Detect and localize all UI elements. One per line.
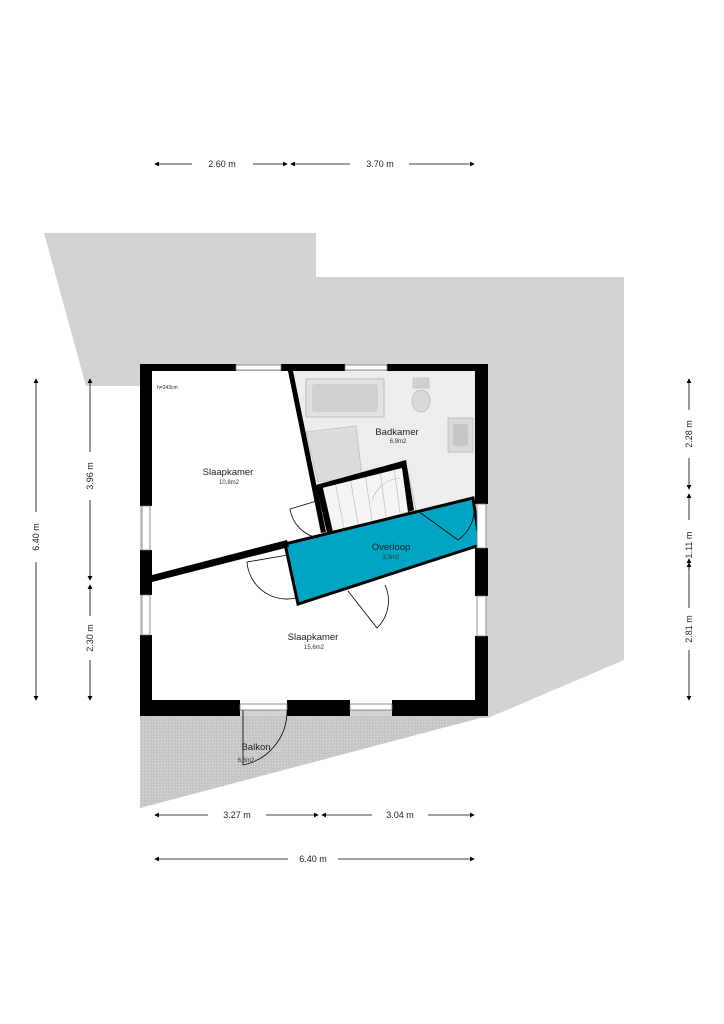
dim-right-1: 2.28 m bbox=[684, 420, 694, 448]
ceiling-height: h=243cm bbox=[157, 385, 178, 391]
room-name-balkon: Balkon bbox=[241, 742, 270, 753]
room-area-badkamer: 6,9m2 bbox=[390, 439, 407, 445]
room-name-slaapkamer-bottom: Slaapkamer bbox=[288, 632, 339, 643]
dim-left-1: 3.96 m bbox=[85, 462, 95, 490]
dimension-lines bbox=[33, 161, 692, 862]
room-area-overloop: 3,9m2 bbox=[383, 555, 400, 561]
room-name-badkamer: Badkamer bbox=[375, 427, 418, 438]
room-area-balkon: 6,6m2 bbox=[238, 758, 255, 764]
dim-bottom-2: 3.04 m bbox=[386, 810, 414, 820]
toilet-tank bbox=[412, 377, 430, 389]
dim-left-2: 2.30 m bbox=[85, 624, 95, 652]
door-swings bbox=[242, 499, 475, 766]
walls bbox=[140, 364, 488, 716]
balcony-area bbox=[140, 716, 488, 808]
washbasin bbox=[447, 417, 474, 453]
dim-top-1: 2.60 m bbox=[208, 159, 236, 169]
dim-left-total: 6.40 m bbox=[31, 523, 41, 551]
dim-bottom-total: 6.40 m bbox=[299, 854, 327, 864]
washbasin-bowl bbox=[453, 424, 468, 446]
toilet bbox=[411, 389, 431, 413]
room-area-slaapkamer-top: 10,8m2 bbox=[219, 480, 240, 486]
dim-bottom-1: 3.27 m bbox=[223, 810, 251, 820]
windows bbox=[141, 364, 487, 711]
dim-right-2: 1.11 m bbox=[684, 532, 694, 559]
bathtub-inner bbox=[312, 384, 378, 412]
room-name-slaapkamer-top: Slaapkamer bbox=[203, 467, 254, 478]
dim-top-2: 3.70 m bbox=[366, 159, 394, 169]
stair-treads bbox=[334, 466, 401, 529]
dim-right-3: 2.81 m bbox=[684, 615, 694, 643]
room-name-overloop: Overloop bbox=[372, 542, 411, 553]
room-area-slaapkamer-bottom: 15,6m2 bbox=[304, 645, 325, 651]
